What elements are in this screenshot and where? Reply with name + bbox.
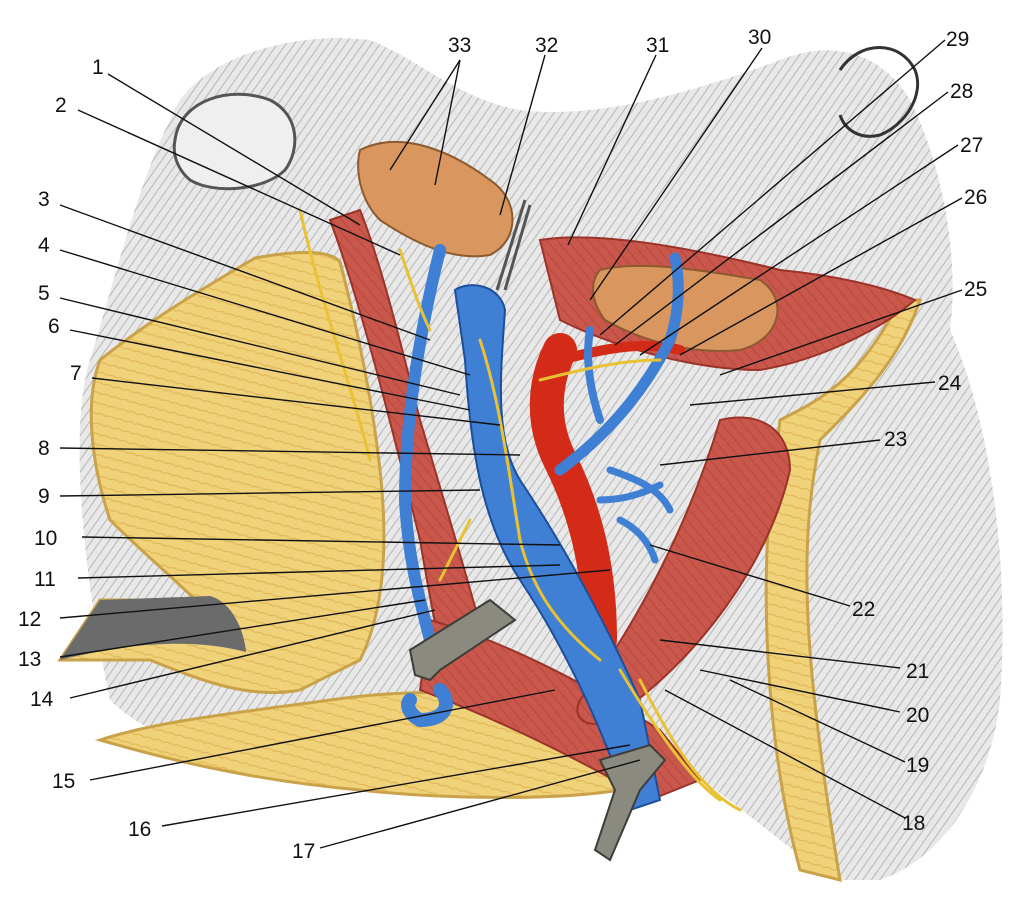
leader-line-24 [689,381,936,406]
hook-instrument [495,199,532,291]
leader-line-11 [77,564,561,579]
leader-line-26 [679,197,963,356]
leader-line-12 [59,569,611,619]
submandibular-gland [592,264,779,352]
leader-line-4 [59,249,471,376]
label-15: 15 [52,770,75,793]
label-4: 4 [38,234,50,257]
leader-line-3 [59,204,431,341]
label-14: 14 [30,688,54,711]
label-33: 33 [448,34,471,57]
leader-line-27 [639,144,959,356]
label-23: 23 [884,428,907,451]
notch-cutout [60,596,246,660]
label-20: 20 [906,704,929,727]
leader-line-10 [81,536,561,546]
leader-line-6 [69,329,471,411]
label-21: 21 [906,660,929,683]
label-9: 9 [38,485,50,508]
leader-line-30 [589,47,763,301]
leader-line-29 [599,39,946,336]
illustration-drawing [57,38,1003,883]
face-profile [838,46,920,138]
leader-line-13 [59,599,426,658]
facial-vein [554,252,684,476]
label-7: 7 [70,362,82,385]
label-11: 11 [34,568,56,591]
leader-line-32 [499,54,546,216]
label-8: 8 [38,437,50,460]
label-10: 10 [34,527,57,550]
label-3: 3 [38,188,50,211]
ear [172,92,297,191]
label-30: 30 [748,26,771,49]
nerve-fibers [298,208,742,812]
leader-line-2 [77,109,401,256]
leader-line-5 [59,297,461,396]
label-27: 27 [960,134,983,157]
label-12: 12 [18,608,41,631]
reflected-skin-flap [57,250,386,695]
leader-line-19 [729,679,906,763]
label-28: 28 [950,80,973,103]
leader-line-14 [69,609,436,699]
retractor-clamp-upper [408,598,517,682]
label-31: 31 [646,34,669,57]
vein-plexus [596,466,674,564]
vein-tributary [584,326,604,424]
label-29: 29 [946,28,969,51]
label-18: 18 [902,812,925,835]
right-fascia-flap [764,298,923,883]
leader-lines [59,39,963,849]
internal-jugular-vein [453,284,662,812]
label-19: 19 [906,754,929,777]
leader-line-22 [649,544,851,607]
leader-line-20 [699,669,901,713]
leader-line-7 [91,377,501,426]
label-32: 32 [535,34,558,57]
label-13: 13 [18,648,41,671]
leader-line-33b [434,59,461,186]
leader-line-25 [719,289,963,376]
number-labels: 1 2 3 4 5 6 7 8 9 10 11 12 13 14 15 16 1… [18,26,987,863]
leader-line-23 [659,439,881,466]
leader-line-33a [389,59,461,171]
label-1: 1 [92,56,104,79]
leader-line-21 [659,639,901,669]
label-2: 2 [55,94,67,117]
retractor-clamp-lower [593,743,667,862]
parotid-gland [357,141,514,258]
label-5: 5 [38,282,50,305]
leader-line-9 [59,489,481,497]
leader-line-1 [107,73,361,226]
leader-line-31 [567,54,657,246]
label-25: 25 [964,278,987,301]
subclavian-vein [401,683,453,728]
leader-line-18 [664,689,906,819]
leader-line-16 [161,744,631,827]
leader-line-15 [89,689,556,781]
label-26: 26 [964,186,987,209]
label-22: 22 [852,598,875,621]
label-17: 17 [292,840,315,863]
leader-line-28 [614,91,949,346]
label-16: 16 [128,818,151,841]
label-6: 6 [48,315,60,338]
label-24: 24 [938,372,962,395]
leader-line-8 [59,447,521,456]
leader-line-17 [319,759,641,849]
